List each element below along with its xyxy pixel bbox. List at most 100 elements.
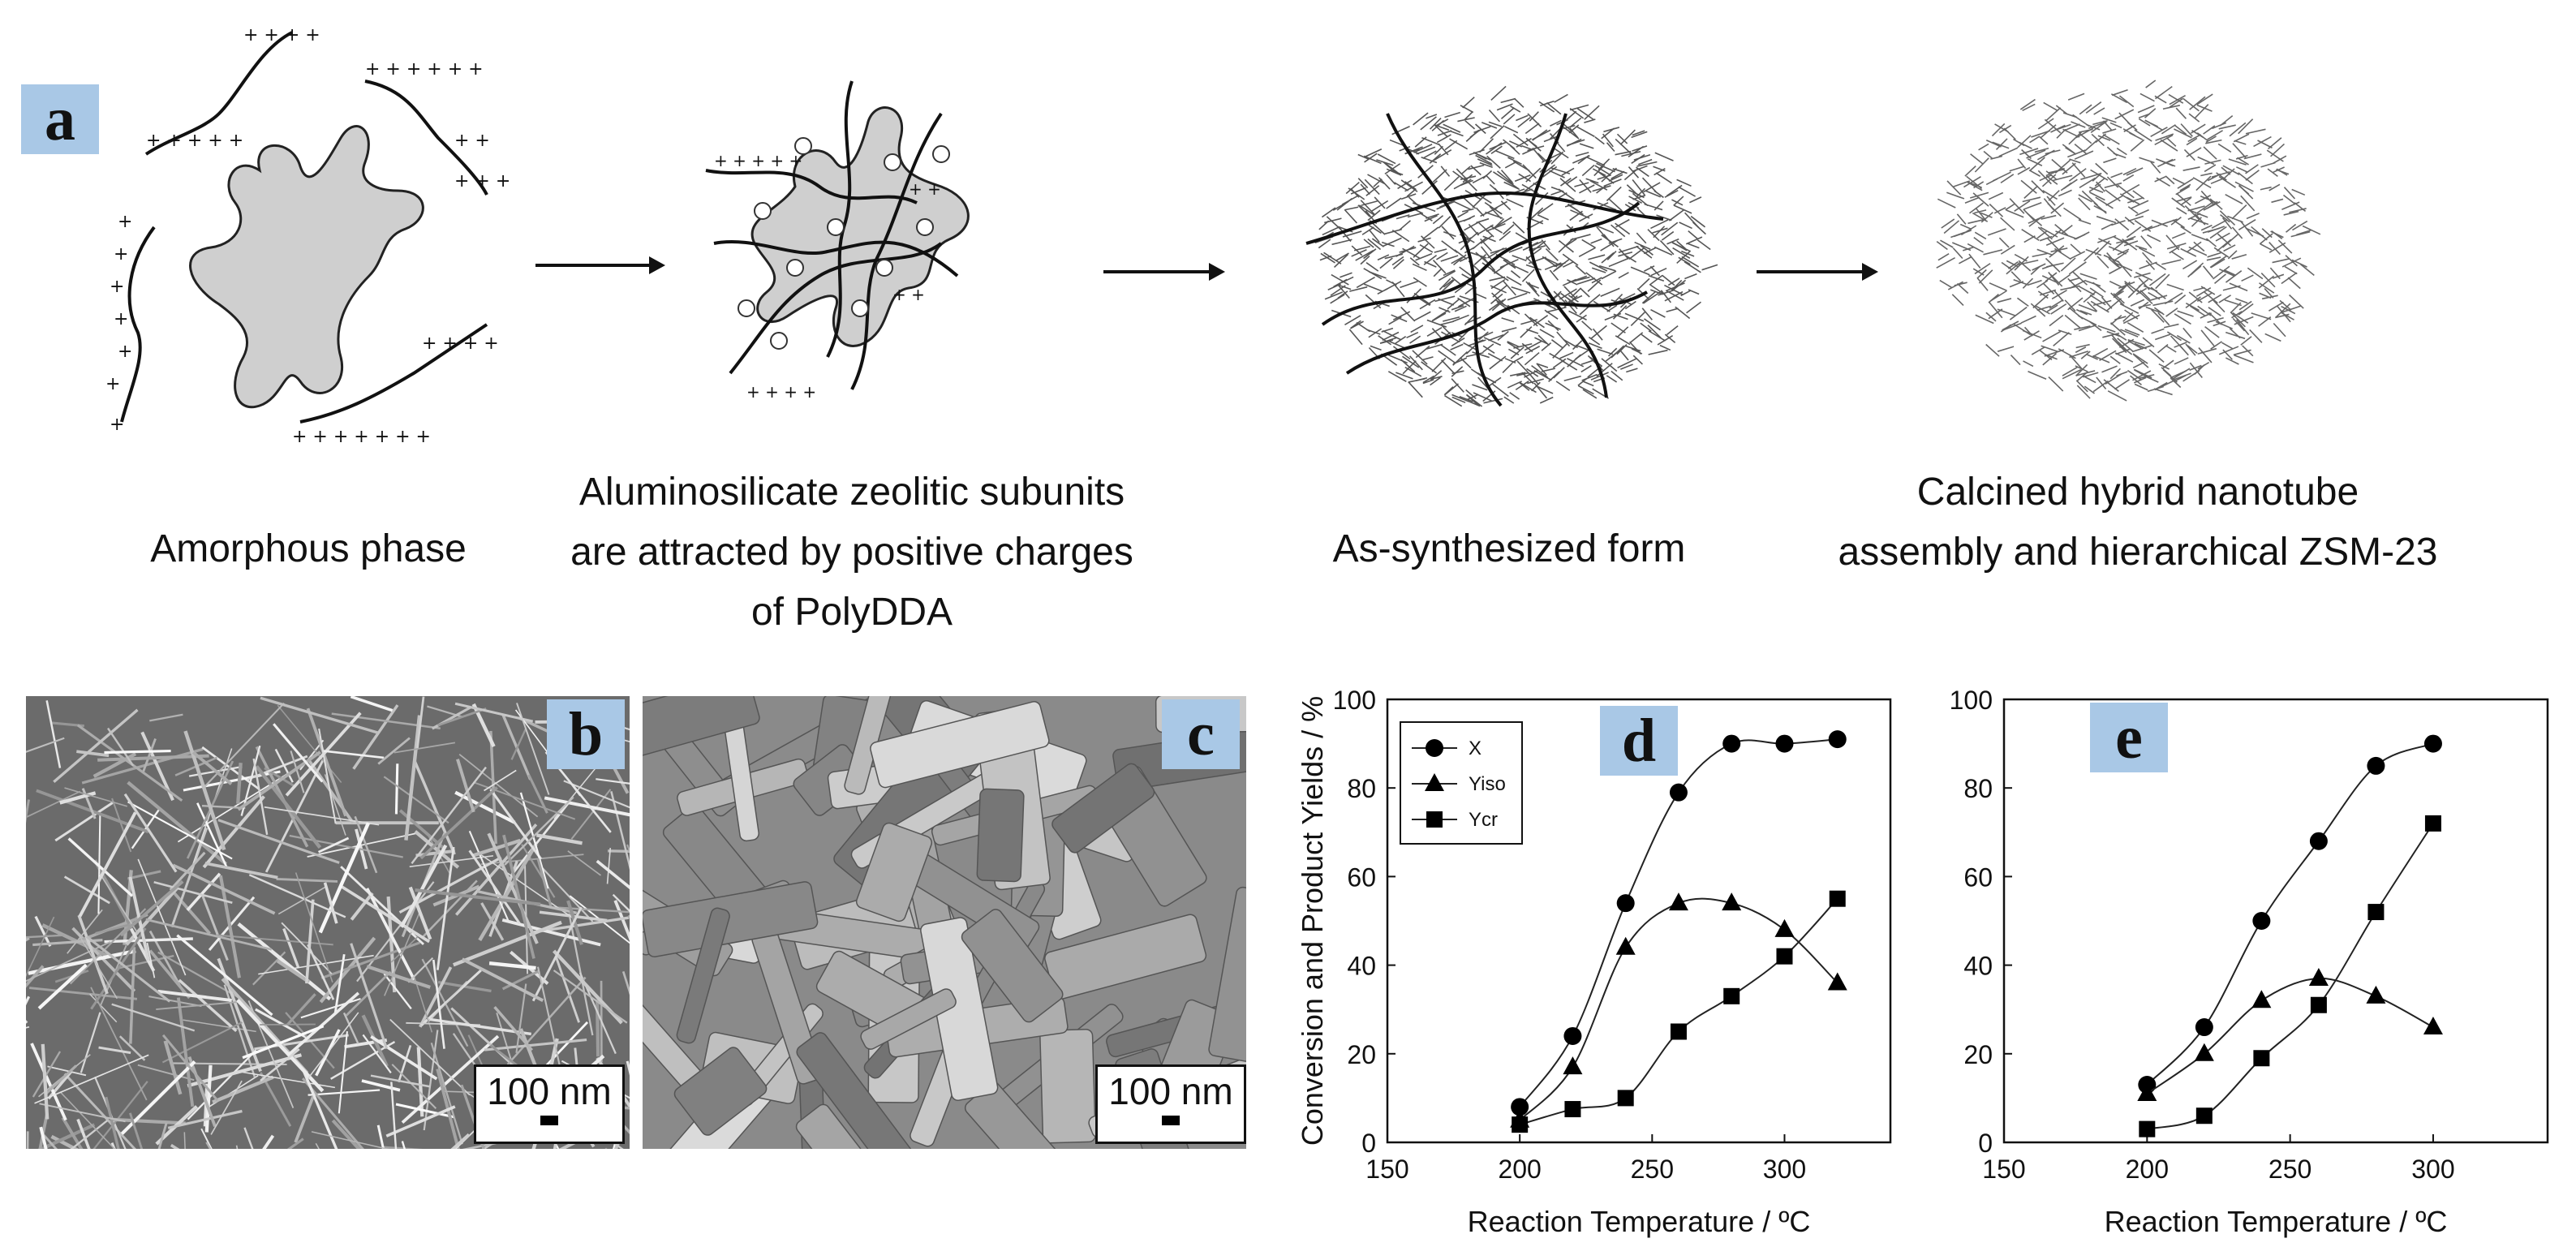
sem-plate bbox=[961, 909, 1064, 1023]
hatch-line bbox=[1470, 165, 1482, 176]
sem-fiber bbox=[356, 881, 435, 983]
sem-fiber bbox=[350, 892, 374, 921]
sem-fiber bbox=[104, 937, 193, 944]
hatch-line bbox=[2296, 229, 2312, 236]
hatch-line bbox=[1972, 268, 1985, 276]
sem-fiber bbox=[201, 702, 285, 790]
hatch-line bbox=[1434, 145, 1443, 155]
sem-fiber bbox=[487, 832, 539, 944]
sem-fiber bbox=[411, 766, 487, 865]
hatch-line bbox=[2078, 286, 2095, 296]
y-tick-label: 100 bbox=[1333, 686, 1376, 715]
hatch-line bbox=[1482, 343, 1494, 353]
hatch-line bbox=[1953, 180, 1971, 187]
hatch-line bbox=[1457, 297, 1471, 307]
hatch-line bbox=[1485, 211, 1503, 219]
data-point-square bbox=[2195, 1107, 2213, 1125]
hatch-line bbox=[1465, 389, 1477, 400]
series-square bbox=[2139, 815, 2441, 1137]
sem-plate bbox=[976, 788, 1025, 883]
hatch-line bbox=[1441, 226, 1455, 240]
hatch-line bbox=[1566, 138, 1582, 147]
hatch-line bbox=[2218, 124, 2236, 130]
hatch-line bbox=[1534, 337, 1547, 345]
hatch-line bbox=[1554, 93, 1568, 103]
hatch-line bbox=[1437, 130, 1452, 136]
hatch-line bbox=[1580, 287, 1590, 298]
hatch-line bbox=[2071, 162, 2086, 178]
hatch-line bbox=[1555, 381, 1571, 392]
hatch-line bbox=[2277, 305, 2291, 323]
hatch-line bbox=[2234, 140, 2247, 145]
hatch-line bbox=[1463, 215, 1476, 222]
hatch-line bbox=[1643, 182, 1661, 193]
hatch-line bbox=[1516, 360, 1530, 375]
hatch-line bbox=[2140, 235, 2152, 249]
caption-aluminosilicate-subunits: Aluminosilicate zeolitic subunits are at… bbox=[570, 471, 1133, 634]
hatch-line bbox=[2157, 218, 2178, 226]
sem-fiber bbox=[242, 1071, 335, 1089]
sem-fiber bbox=[419, 966, 453, 1028]
hatch-line bbox=[2095, 133, 2107, 144]
hatch-line bbox=[1333, 253, 1348, 269]
hatch-line bbox=[1434, 295, 1456, 303]
hatch-line bbox=[2055, 230, 2076, 239]
sem-plate bbox=[855, 822, 933, 922]
hatch-line bbox=[1344, 206, 1359, 211]
hatch-line bbox=[2191, 217, 2202, 227]
x-tick-label: 200 bbox=[1498, 1155, 1541, 1184]
data-point-triangle bbox=[1827, 972, 1847, 991]
hatch-line bbox=[1482, 170, 1493, 179]
hatch-line bbox=[1578, 213, 1593, 222]
hatch-line bbox=[1525, 241, 1539, 250]
hatch-line bbox=[1985, 343, 2000, 357]
hatch-line bbox=[2134, 383, 2148, 391]
hatch-line bbox=[1611, 370, 1623, 381]
hatch-line bbox=[2116, 238, 2134, 244]
series-triangle bbox=[2137, 967, 2443, 1101]
hatch-line bbox=[2042, 352, 2058, 366]
hatch-line bbox=[2188, 291, 2203, 303]
hatch-line bbox=[2109, 280, 2123, 289]
hatch-line bbox=[1525, 167, 1542, 183]
hatch-line bbox=[1666, 238, 1679, 245]
hatch-line bbox=[2102, 332, 2120, 338]
hatch-line bbox=[2189, 364, 2202, 372]
hatch-line bbox=[1559, 288, 1577, 300]
hatch-line bbox=[1379, 257, 1393, 269]
hatch-line bbox=[1522, 164, 1537, 178]
hatch-line bbox=[2168, 93, 2184, 104]
sem-fiber bbox=[137, 1064, 195, 1082]
hatch-line bbox=[2210, 177, 2225, 185]
hatch-line bbox=[2195, 287, 2212, 298]
sem-fiber bbox=[596, 859, 630, 890]
hatch-line bbox=[1636, 187, 1646, 198]
hatch-line bbox=[1603, 127, 1620, 133]
hatch-line bbox=[2062, 366, 2079, 376]
hatch-line bbox=[1440, 255, 1459, 262]
hatch-line bbox=[2000, 217, 2015, 231]
hatch-line bbox=[2032, 252, 2048, 258]
sem-fiber bbox=[252, 758, 269, 836]
plot-frame bbox=[1386, 698, 1892, 1144]
hatch-line bbox=[2200, 172, 2213, 177]
hatch-line bbox=[1386, 197, 1402, 209]
hatch-line bbox=[1431, 309, 1449, 321]
hatch-line bbox=[2281, 201, 2300, 210]
hatch-line bbox=[1510, 105, 1521, 113]
hatch-line bbox=[1937, 253, 1950, 261]
hatch-line bbox=[1525, 281, 1540, 297]
hatch-line bbox=[2135, 245, 2148, 251]
sem-fiber bbox=[26, 934, 65, 939]
hatch-line bbox=[2228, 158, 2247, 166]
sem-fiber bbox=[613, 1129, 626, 1149]
hatch-line bbox=[1654, 168, 1666, 176]
hatch-line bbox=[2101, 223, 2114, 230]
data-point-circle bbox=[2195, 1018, 2213, 1037]
hatch-line bbox=[1495, 217, 1512, 228]
sem-fiber bbox=[536, 858, 553, 908]
hatch-line bbox=[1444, 111, 1460, 118]
sem-fiber bbox=[489, 789, 543, 860]
hatch-line bbox=[2075, 363, 2088, 376]
